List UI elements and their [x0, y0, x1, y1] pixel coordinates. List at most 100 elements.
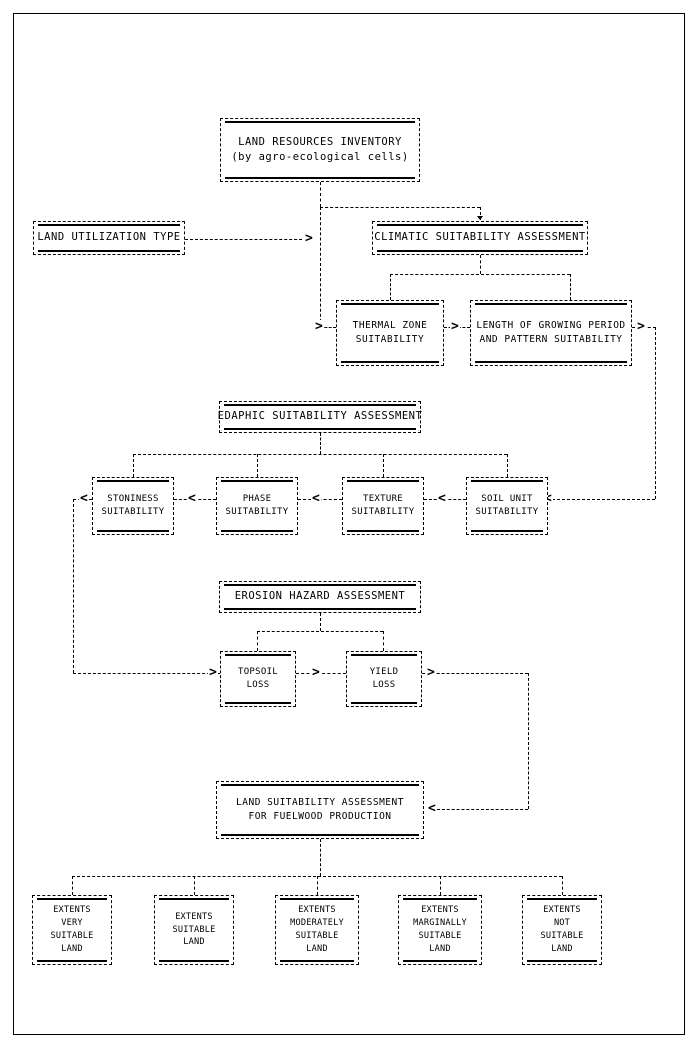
connector-lri-down: [320, 182, 321, 207]
connector-yield-out-to-land-suitability: [437, 809, 528, 810]
node-climatic-suitability-line1: CLIMATIC SUITABILITY ASSESSMENT: [374, 231, 586, 244]
connector-land-suitability-down: [320, 839, 321, 876]
node-edaphic-line1: EDAPHIC SUITABILITY ASSESSMENT: [217, 410, 423, 423]
connector-edaphic-split-bar: [133, 454, 507, 455]
connector-erosion-to-yield: [383, 631, 384, 651]
connector-stoniness-out-to-topsoil: [73, 673, 220, 674]
connector-climatic-to-lgp: [570, 274, 571, 300]
node-phase-line2: SUITABILITY: [225, 507, 289, 517]
node-land-suitability-line2: FOR FUELWOOD PRODUCTION: [248, 811, 392, 822]
node-land-resources-inventory-line2: (by agro-ecological cells): [231, 151, 409, 163]
node-extents-moderately-suitable-land[interactable]: EXTENTS MODERATELY SUITABLE LAND: [275, 895, 359, 965]
arrowhead-into-climatic: [477, 216, 483, 220]
connector-lut-to-column: [185, 239, 312, 240]
node-lgp-line2: AND PATTERN SUITABILITY: [479, 334, 623, 345]
connector-lgp-out-down: [655, 327, 656, 499]
connector-edaphic-to-soil: [507, 454, 508, 477]
node-extents-marginally-line4: LAND: [429, 943, 451, 954]
node-land-suitability-assessment[interactable]: LAND SUITABILITY ASSESSMENT FOR FUELWOOD…: [216, 781, 424, 839]
node-topsoil-loss[interactable]: TOPSOIL LOSS: [220, 651, 296, 707]
connector-yield-out-h: [422, 673, 528, 674]
node-extents-very-line2: VERY: [61, 918, 83, 929]
node-thermal-zone-line1: THERMAL ZONE: [352, 320, 428, 332]
connector-to-extents-very: [72, 876, 73, 895]
node-stoniness-line2: SUITABILITY: [101, 507, 165, 517]
node-texture-line1: TEXTURE: [362, 493, 404, 504]
node-extents-moderately-line1: EXTENTS: [298, 905, 336, 916]
arrowhead-into-lgp: >: [450, 319, 460, 334]
node-land-suitability-line1: LAND SUITABILITY ASSESSMENT: [236, 797, 404, 809]
node-topsoil-loss-line2: LOSS: [246, 680, 270, 690]
node-extents-marginally-line3: SUITABLE: [418, 931, 462, 941]
node-land-utilization-type[interactable]: LAND UTILIZATION TYPE: [33, 221, 185, 255]
arrowhead-into-thermal: >: [314, 319, 324, 334]
connector-erosion-to-topsoil: [257, 631, 258, 651]
node-land-resources-inventory[interactable]: LAND RESOURCES INVENTORY (by agro-ecolog…: [220, 118, 420, 182]
node-extents-suitable-line3: LAND: [183, 937, 205, 948]
node-climatic-suitability[interactable]: CLIMATIC SUITABILITY ASSESSMENT: [372, 221, 588, 255]
connector-erosion-down: [320, 613, 321, 631]
connector-lut-column: [320, 207, 321, 327]
node-land-resources-inventory-line1: LAND RESOURCES INVENTORY: [238, 135, 402, 148]
connector-lri-to-climatic-h: [320, 207, 480, 208]
connector-climatic-to-thermal: [390, 274, 391, 300]
node-extents-moderately-line3: SUITABLE: [295, 931, 339, 941]
node-extents-suitable-land[interactable]: EXTENTS SUITABLE LAND: [154, 895, 234, 965]
node-extents-moderately-line2: MODERATELY: [290, 918, 344, 929]
node-extents-suitable-line2: SUITABLE: [172, 924, 216, 935]
connector-lri-to-climatic-down: [480, 207, 481, 220]
node-extents-not-line1: EXTENTS: [543, 905, 581, 916]
node-extents-moderately-line4: LAND: [306, 943, 328, 954]
node-edaphic-suitability[interactable]: EDAPHIC SUITABILITY ASSESSMENT: [217, 401, 423, 433]
node-lgp-line1: LENGTH OF GROWING PERIOD: [476, 320, 626, 332]
node-extents-not-line3: SUITABLE: [540, 931, 584, 941]
node-soil-unit-suitability[interactable]: SOIL UNIT SUITABILITY: [466, 477, 548, 535]
connector-column-to-thermal: [320, 327, 336, 328]
connector-to-extents-suitable: [194, 876, 195, 895]
connector-edaphic-down: [320, 433, 321, 454]
node-phase-line1: PHASE: [242, 493, 272, 504]
node-extents-very-line3: SUITABLE: [50, 931, 94, 941]
node-phase-suitability[interactable]: PHASE SUITABILITY: [216, 477, 298, 535]
arrowhead-into-stoniness: <: [187, 491, 197, 506]
arrowhead-stoniness-out: <: [79, 491, 89, 506]
node-yield-loss-line1: YIELD: [369, 666, 399, 677]
arrowhead-lgp-out: >: [636, 319, 646, 334]
node-extents-very-suitable-land[interactable]: EXTENTS VERY SUITABLE LAND: [32, 895, 112, 965]
node-extents-very-line4: LAND: [61, 943, 83, 954]
node-extents-not-suitable-land[interactable]: EXTENTS NOT SUITABLE LAND: [522, 895, 602, 965]
node-length-growing-period[interactable]: LENGTH OF GROWING PERIOD AND PATTERN SUI…: [470, 300, 632, 366]
node-erosion-hazard[interactable]: EROSION HAZARD ASSESSMENT: [219, 581, 421, 613]
connector-erosion-split-bar: [257, 631, 383, 632]
node-extents-very-line1: EXTENTS: [53, 905, 91, 916]
connector-to-extents-not: [562, 876, 563, 895]
node-extents-not-line4: LAND: [551, 943, 573, 954]
node-extents-marginally-suitable-land[interactable]: EXTENTS MARGINALLY SUITABLE LAND: [398, 895, 482, 965]
connector-yield-out-down: [528, 673, 529, 809]
arrowhead-into-phase: <: [311, 491, 321, 506]
connector-edaphic-to-phase: [257, 454, 258, 477]
connector-to-extents-marginally: [440, 876, 441, 895]
connector-edaphic-to-stoniness: [133, 454, 134, 477]
connector-to-extents-moderately: [317, 876, 318, 895]
node-thermal-zone-line2: SUITABILITY: [355, 334, 425, 345]
node-land-utilization-type-line1: LAND UTILIZATION TYPE: [37, 231, 181, 244]
arrowhead-into-yield-loss: >: [311, 665, 321, 680]
connector-stoniness-out-down: [73, 499, 74, 673]
node-thermal-zone-suitability[interactable]: THERMAL ZONE SUITABILITY: [336, 300, 444, 366]
connector-climatic-down: [480, 255, 481, 274]
connector-topsoil-to-yield: [296, 673, 346, 674]
node-texture-suitability[interactable]: TEXTURE SUITABILITY: [342, 477, 424, 535]
node-yield-loss-line2: LOSS: [372, 680, 396, 690]
node-erosion-line1: EROSION HAZARD ASSESSMENT: [234, 590, 406, 603]
node-soil-unit-line2: SUITABILITY: [475, 507, 539, 517]
arrowhead-into-land-suitability: <: [427, 801, 437, 816]
node-yield-loss[interactable]: YIELD LOSS: [346, 651, 422, 707]
arrowhead-yield-out: >: [426, 665, 436, 680]
node-topsoil-loss-line1: TOPSOIL: [237, 666, 279, 677]
node-extents-suitable-line1: EXTENTS: [175, 911, 213, 922]
page-border-frame: [13, 13, 685, 1035]
node-stoniness-suitability[interactable]: STONINESS SUITABILITY: [92, 477, 174, 535]
connector-edaphic-to-texture: [383, 454, 384, 477]
